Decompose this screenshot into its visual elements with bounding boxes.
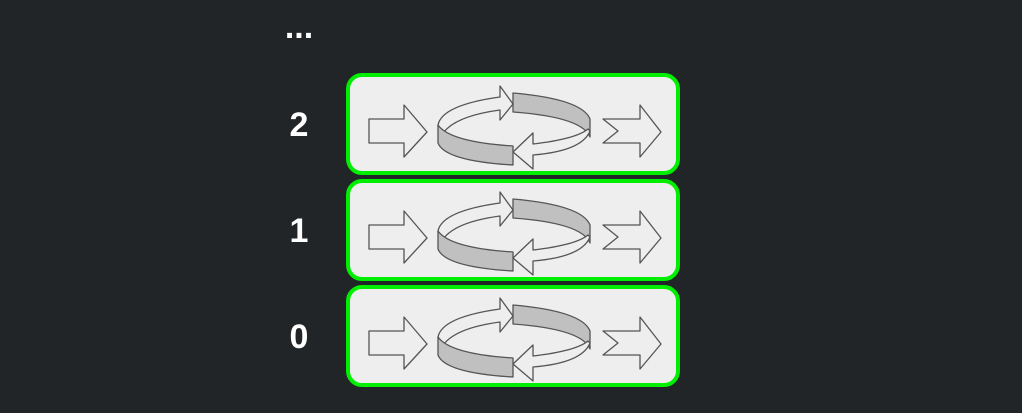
layer-label: 2 [289,106,309,144]
ellipsis-label: ... [284,8,314,46]
recurrent-cycle-icon [368,191,662,276]
layer-label: 0 [289,318,309,356]
recurrent-cycle-icon [368,85,662,170]
layer-block [346,179,680,281]
layer-label: 1 [289,212,309,250]
layer-block [346,285,680,387]
layer-block [346,73,680,175]
recurrent-cycle-icon [368,297,662,382]
